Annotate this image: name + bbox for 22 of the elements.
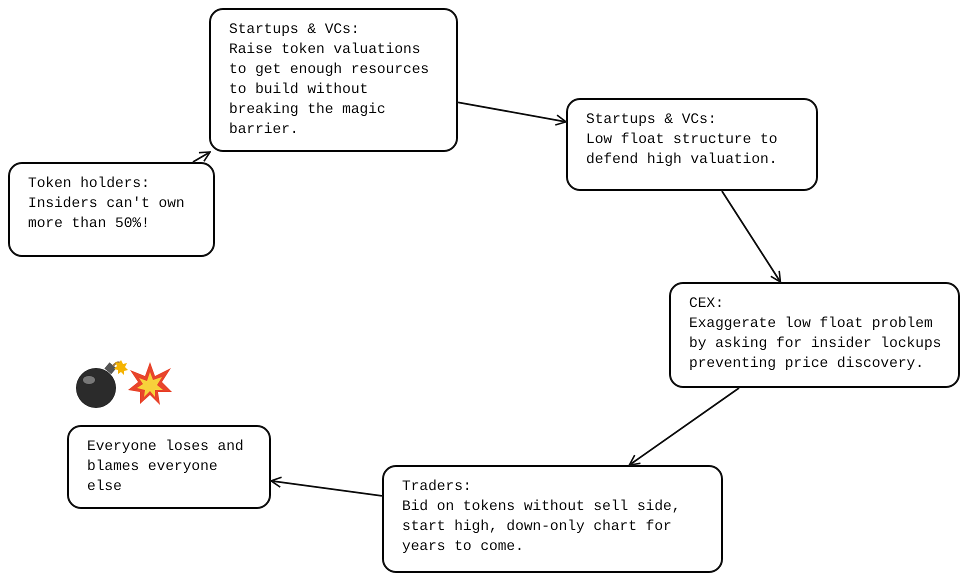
box-heading: Traders:	[402, 478, 473, 497]
box-text: Raise token valuations to get enough resources to build without breaking the magic barrier.	[229, 41, 430, 140]
process-box	[67, 425, 271, 509]
process-box	[566, 98, 818, 191]
box-text: Low float structure to defend high valuation.	[586, 131, 778, 170]
arrow	[628, 387, 740, 466]
box-text: Everyone loses and blames everyone else	[87, 438, 245, 497]
box-text: Exaggerate low float problem by asking for insider lockups preventing price discovery.	[689, 315, 942, 374]
process-box	[669, 282, 960, 388]
arrow	[458, 102, 567, 126]
process-box	[209, 8, 458, 152]
box-heading: Token holders:	[28, 175, 151, 194]
process-box	[382, 465, 723, 573]
arrow	[270, 476, 382, 497]
arrow	[721, 190, 782, 283]
box-heading: CEX:	[689, 295, 725, 314]
arrow	[192, 151, 211, 163]
box-heading: Startups & VCs:	[586, 111, 718, 130]
box-text: Insiders can't own more than 50%!	[28, 195, 186, 234]
process-box	[8, 162, 215, 257]
box-text: Bid on tokens without sell side, start high, down-only chart for years to come.	[402, 498, 682, 557]
box-heading: Startups & VCs:	[229, 21, 361, 40]
